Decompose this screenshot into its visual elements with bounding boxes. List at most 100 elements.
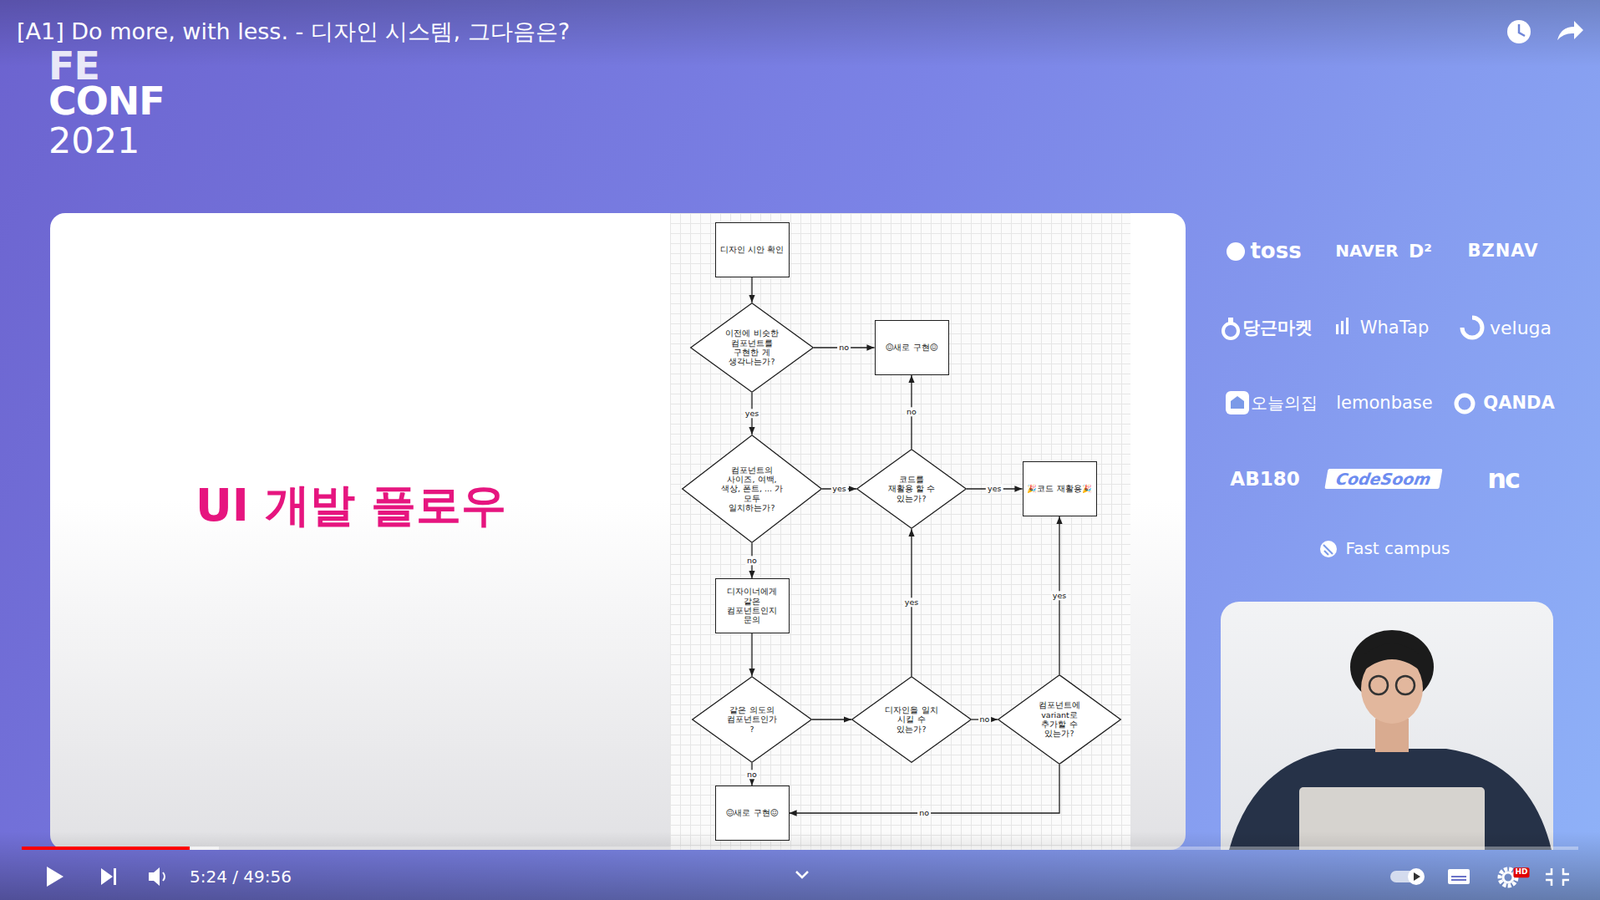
speaker-figure xyxy=(1220,601,1554,850)
decision-diamond: 코드를 재활용 할 수 있는가? xyxy=(856,448,967,529)
process-box: 디자인 시안 확인 xyxy=(715,222,790,278)
clock-hand xyxy=(1518,24,1525,36)
diamond-shape xyxy=(692,676,813,763)
node-text: 😖새로 구현😖 xyxy=(719,807,786,818)
next-icon xyxy=(113,868,117,885)
subtitles-icon xyxy=(1451,875,1467,878)
autoplay-toggle xyxy=(1413,872,1421,881)
edge-label: no xyxy=(917,807,931,818)
node-text: 디자인을 일치 시킬 수 있는가? xyxy=(884,705,939,734)
top-shade xyxy=(0,0,1600,67)
fastcampus-icon xyxy=(1320,540,1337,558)
sponsor-logo: 당근마켓 xyxy=(1242,315,1313,340)
progress-track xyxy=(21,846,1579,850)
edge-label: yes xyxy=(985,483,1003,493)
decision-diamond: 이전에 비슷한 컴포넌트를 구현한 게 생각나는가? xyxy=(690,302,814,393)
decision-diamond: 컴포넌트의 사이즈, 여백, 색상, 폰트, ... 가 모두 일치하는가? xyxy=(681,434,823,544)
speaker-fringe xyxy=(1358,643,1426,676)
daangn-icon xyxy=(1223,323,1239,339)
node-text: 코드를 재활용 할 수 있는가? xyxy=(887,474,936,503)
edge-label: no xyxy=(978,714,992,724)
sponsor-logo: nc xyxy=(1487,462,1519,495)
process-box: 😖새로 구현😖 xyxy=(874,320,950,376)
sponsor-logo: 오늘의집 xyxy=(1250,391,1318,415)
process-box: 🎉코드 재활용🎉 xyxy=(1022,461,1098,517)
daangn-icon xyxy=(1228,317,1234,323)
node-text: 😖새로 구현😖 xyxy=(878,342,945,352)
fastcampus-icon xyxy=(1323,544,1333,555)
edge-label: no xyxy=(837,342,851,352)
sponsor-logo: toss xyxy=(1249,238,1301,264)
node-text: 이전에 비슷한 컴포넌트를 구현한 게 생각나는가? xyxy=(724,328,780,367)
subtitles-icon xyxy=(1451,878,1467,881)
node-text: 디자인 시안 확인 xyxy=(719,244,786,254)
edge-label: no xyxy=(904,406,919,417)
toss-icon xyxy=(1226,242,1245,261)
node-text-group: 코드를 재활용 할 수 있는가? xyxy=(887,474,936,503)
edge-label: yes xyxy=(903,597,920,607)
edge-label: yes xyxy=(1051,590,1068,600)
volume-icon xyxy=(162,872,165,881)
qanda-icon xyxy=(1456,395,1474,412)
conf-year: 2021 xyxy=(48,119,140,162)
diamond-shape xyxy=(852,676,972,763)
edge-label: yes xyxy=(743,408,761,418)
node-text: 디자이너에게 같은 컴포넌트인지 문의 xyxy=(719,586,786,625)
sponsor-logo: NAVER xyxy=(1335,240,1398,261)
ohouse-icon xyxy=(1230,396,1245,409)
node-text-group: 컴포넌트의 사이즈, 여백, 색상, 폰트, ... 가 모두 일치하는가? xyxy=(720,465,784,514)
slide-title: UI 개발 플로우 xyxy=(195,475,507,537)
node-text: 컴포넌트의 사이즈, 여백, 색상, 폰트, ... 가 모두 일치하는가? xyxy=(720,465,784,514)
connector-arrow xyxy=(751,633,752,676)
node-text-group: 컴포넌트에 variant로 추가할 수 있는가? xyxy=(1031,700,1087,739)
decision-diamond: 디자인을 일치 시킬 수 있는가? xyxy=(851,675,972,763)
node-text: 같은 의도의 컴포넌트인가? xyxy=(725,705,779,734)
node-text-group: 같은 의도의 컴포넌트인가? xyxy=(725,705,779,734)
video-title: [A1] Do more, with less. - 디자인 시스템, 그다음은… xyxy=(16,16,570,47)
process-box: 디자이너에게 같은 컴포넌트인지 문의 xyxy=(715,578,790,634)
progress-buffer xyxy=(21,846,219,850)
slide-panel xyxy=(50,213,1186,850)
autoplay-toggle xyxy=(1407,868,1425,885)
progress-played xyxy=(21,846,190,850)
chevron-icon xyxy=(796,871,808,878)
whatap-icon xyxy=(1335,324,1339,335)
fullscreen-icon xyxy=(1545,868,1570,886)
edge-label: no xyxy=(745,769,759,779)
diamond-shape xyxy=(998,675,1122,765)
connector-arrow xyxy=(751,277,752,303)
node-text: 컴포넌트에 variant로 추가할 수 있는가? xyxy=(1031,700,1087,739)
edge-label: no xyxy=(745,555,759,565)
whatap-icon xyxy=(1346,317,1349,335)
diamond-shape xyxy=(682,435,823,544)
settings-icon xyxy=(1503,872,1514,883)
connector-arrow xyxy=(789,764,1061,813)
diamond-shape xyxy=(690,303,814,393)
play-icon xyxy=(46,866,64,887)
node-text: 🎉코드 재활용🎉 xyxy=(1026,483,1093,493)
sponsor-logo: CodeSoom xyxy=(1324,468,1443,489)
diamond-shape xyxy=(857,449,967,529)
time-display: 5:24 / 49:56 xyxy=(189,866,292,887)
whatap-icon xyxy=(1340,320,1344,335)
speaker-glasses xyxy=(1396,675,1415,695)
sponsor-logo: veluga xyxy=(1489,317,1552,339)
sponsor-logo: AB180 xyxy=(1229,467,1300,490)
sponsor-logo: Fast campus xyxy=(1345,538,1450,559)
process-box: 😖새로 구현😖 xyxy=(715,785,790,841)
sponsor-logo: QANDA xyxy=(1483,392,1555,413)
ohouse-icon xyxy=(1225,391,1250,415)
decision-diamond: 같은 의도의 컴포넌트인가? xyxy=(691,675,813,763)
decision-diamond: 컴포넌트에 variant로 추가할 수 있는가? xyxy=(997,674,1122,765)
edge-label: yes xyxy=(830,483,848,493)
speaker-glasses xyxy=(1369,675,1388,695)
bottom-shade xyxy=(0,831,1600,900)
sponsor-logo: D² xyxy=(1408,240,1433,262)
hd-badge: HD xyxy=(1513,867,1529,878)
connector-arrow xyxy=(812,718,852,720)
share-icon xyxy=(1557,20,1584,41)
